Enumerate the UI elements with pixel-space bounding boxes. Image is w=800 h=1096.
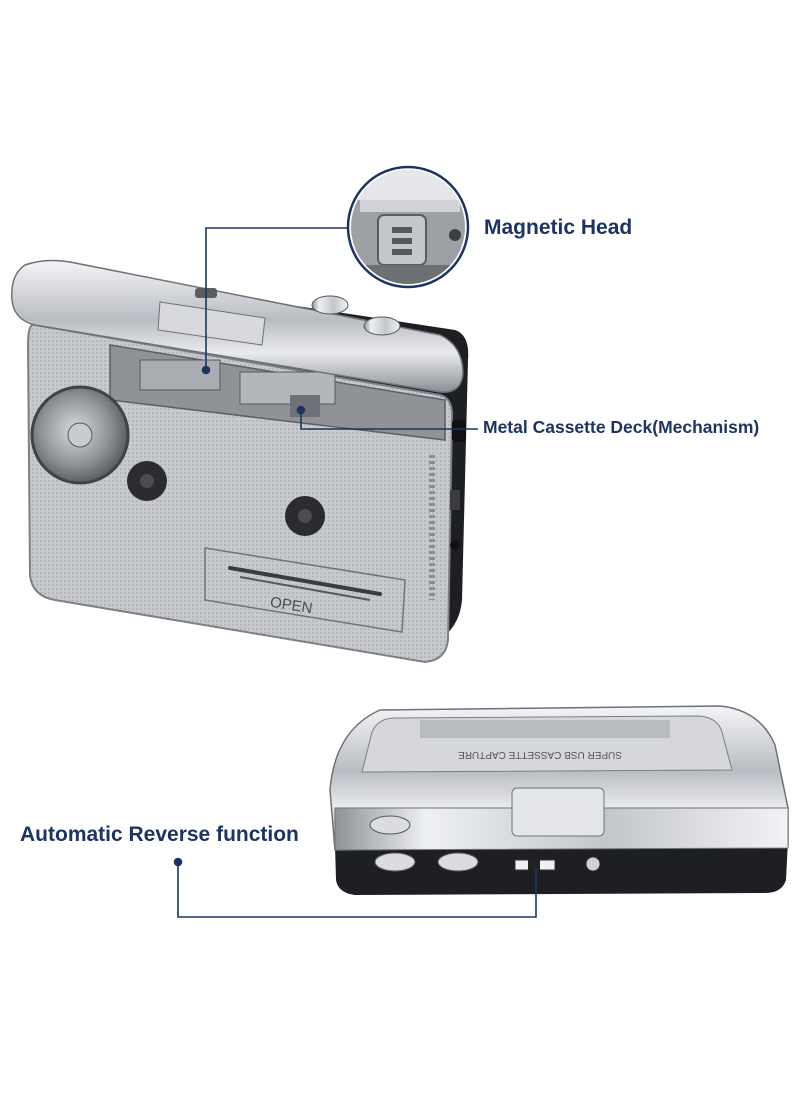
magnetic-head-zoom xyxy=(346,165,470,289)
leader-lines xyxy=(173,227,537,918)
device-top-label: SUPER USB CASSETTE CAPTURE xyxy=(458,749,622,760)
callout-magnetic-head: Magnetic Head xyxy=(484,216,633,239)
callout-auto-reverse: Automatic Reverse function xyxy=(20,823,299,846)
cassette-player-closed: SUPER USB CASSETTE CAPTURE xyxy=(329,705,789,895)
callout-cassette-deck: Metal Cassette Deck(Mechanism) xyxy=(483,417,760,437)
cassette-player-open xyxy=(11,259,469,664)
